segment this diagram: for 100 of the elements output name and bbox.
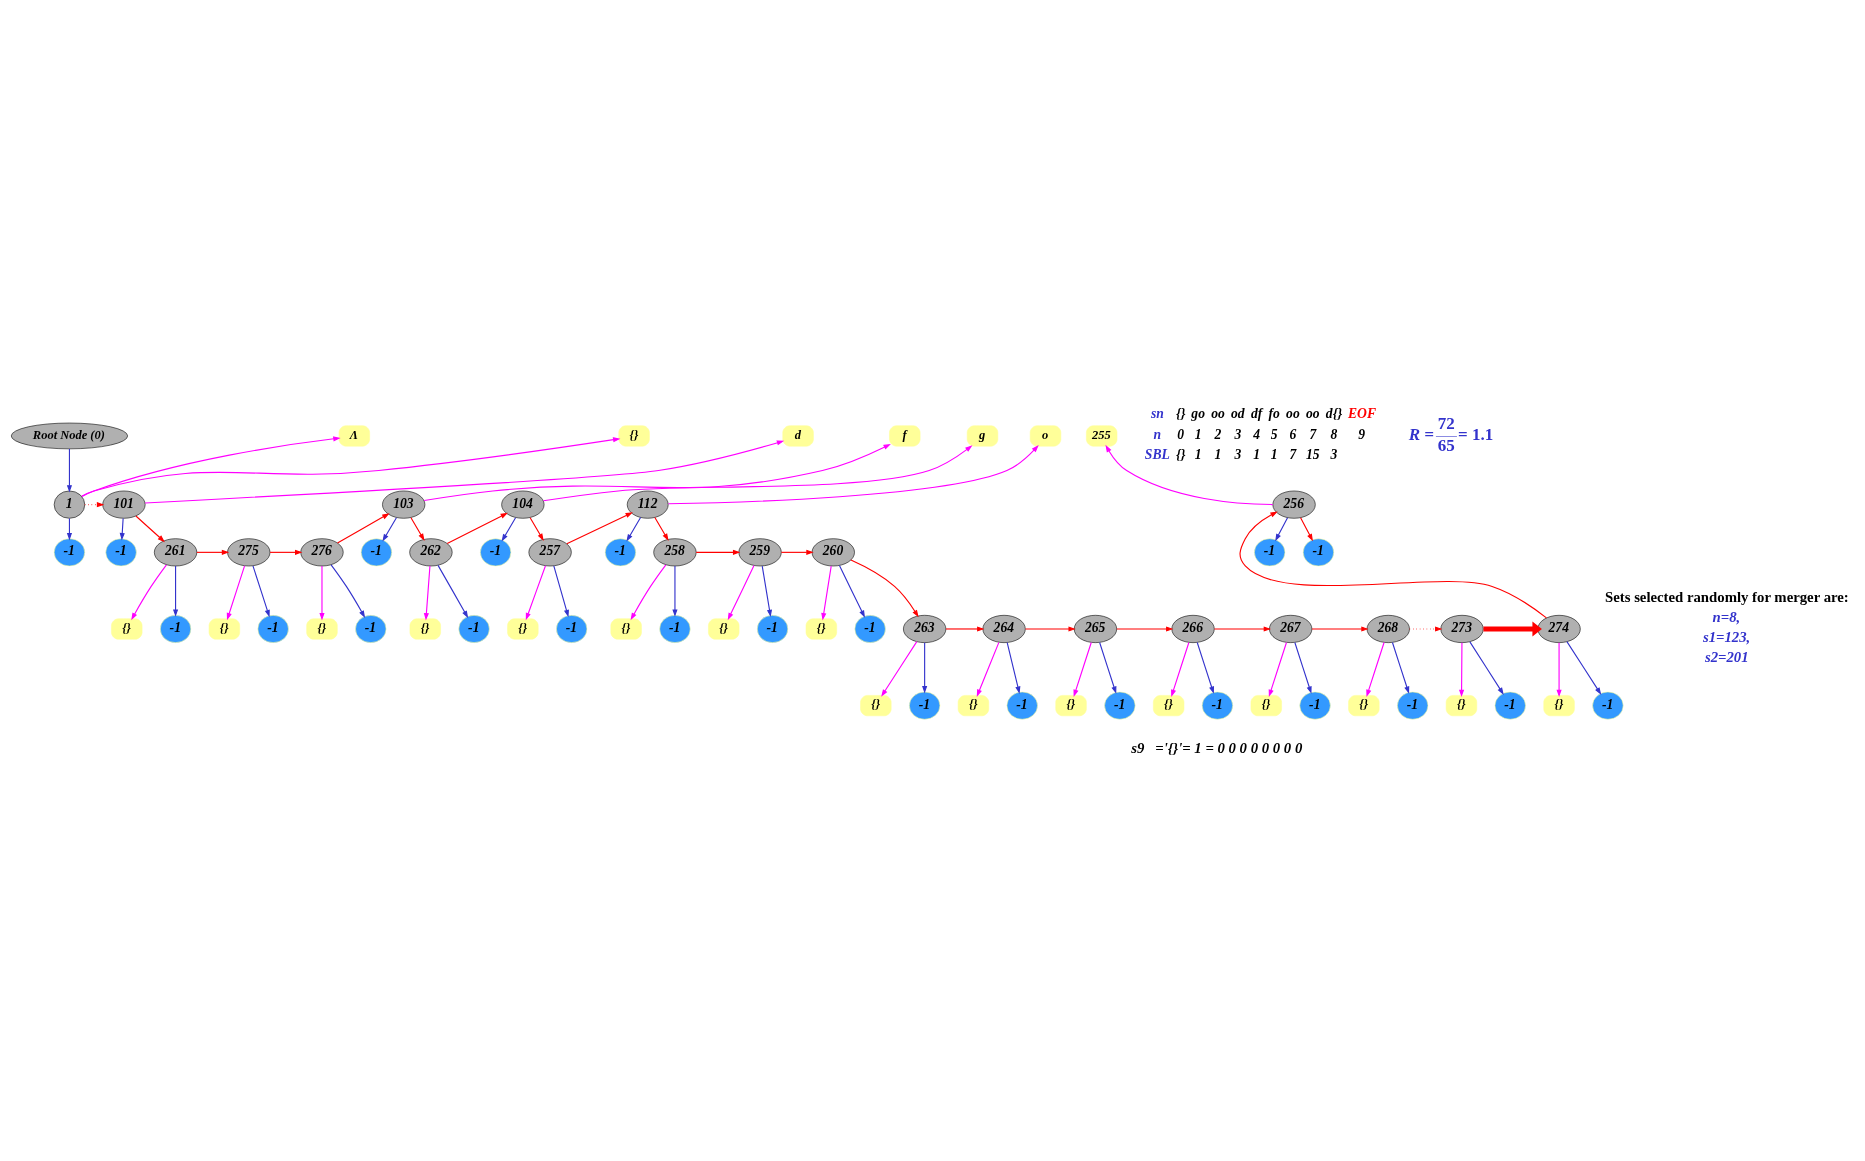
node-box: {}	[610, 617, 642, 639]
node-box: 255	[1085, 424, 1117, 446]
node-ellipse: Root Node (0)	[10, 422, 128, 449]
node-box: {}	[707, 617, 739, 639]
arrow	[1024, 625, 1076, 632]
arrow	[667, 444, 1039, 504]
arrow	[529, 516, 544, 541]
arrow	[1299, 516, 1313, 541]
arrow	[423, 565, 430, 620]
arrow	[336, 512, 390, 543]
arrow	[1196, 641, 1214, 694]
arrow	[66, 447, 72, 493]
node-ellipse: 260	[811, 537, 855, 566]
node-ellipse: -1	[1298, 691, 1331, 720]
arrow	[318, 565, 325, 620]
arrow	[1098, 641, 1116, 694]
label: {}	[1175, 405, 1186, 421]
node-ellipse: -1	[159, 614, 191, 643]
label: n	[1153, 426, 1161, 442]
label: 0	[1176, 426, 1184, 442]
node-ellipse: -1	[908, 691, 940, 720]
arrow	[1104, 444, 1273, 505]
label: EOF	[1347, 405, 1376, 421]
node-ellipse: -1	[479, 537, 511, 566]
label: go	[1190, 405, 1205, 421]
node-ellipse: -1	[555, 614, 587, 643]
node-ellipse: -1	[1302, 537, 1334, 566]
arrow	[195, 549, 229, 555]
node-box: {}	[1445, 694, 1477, 716]
arrow	[552, 564, 569, 617]
node-ellipse: 263	[902, 614, 946, 643]
arrow	[144, 439, 784, 503]
label: 8	[1329, 426, 1337, 442]
label: oo	[1285, 405, 1300, 421]
node-ellipse: -1	[354, 614, 386, 643]
arrow	[172, 565, 178, 617]
label: R =	[1408, 424, 1434, 444]
label: s2=201	[1704, 648, 1749, 665]
arrow	[761, 565, 772, 617]
arrow	[1006, 641, 1020, 694]
node-box: Λ	[338, 424, 370, 446]
node-ellipse: 261	[153, 537, 197, 566]
label: 1	[1270, 446, 1278, 462]
arrow	[525, 564, 546, 620]
label: s1=123,	[1702, 628, 1750, 645]
label: 4	[1252, 426, 1260, 442]
label: oo	[1305, 405, 1320, 421]
label: fo	[1268, 405, 1280, 421]
arrow	[849, 558, 919, 617]
arrow	[838, 564, 865, 618]
node-ellipse: 1	[53, 490, 85, 519]
node-ellipse: -1	[854, 614, 886, 643]
node-ellipse: 276	[299, 537, 343, 566]
arrow	[1072, 641, 1092, 697]
label: SBL	[1144, 446, 1170, 462]
node-box: {}	[110, 617, 142, 639]
arrow	[780, 549, 814, 555]
arrow	[1458, 641, 1464, 697]
label: 1	[1214, 446, 1221, 462]
arrow	[945, 625, 984, 632]
arrow	[1274, 516, 1288, 541]
node-ellipse: -1	[1103, 691, 1135, 720]
arrow	[565, 511, 633, 544]
arrow	[1565, 640, 1601, 695]
label: 1	[1194, 426, 1202, 442]
arrow	[880, 640, 917, 697]
label: od	[1230, 405, 1245, 421]
label: 1	[1252, 446, 1260, 462]
node-ellipse: -1	[1494, 691, 1526, 720]
arrow	[630, 563, 666, 620]
label: 3	[1233, 426, 1241, 442]
label: 1	[1194, 446, 1202, 462]
label: 9	[1357, 426, 1365, 442]
label: df	[1250, 405, 1262, 421]
label: 7	[1308, 426, 1316, 442]
node-ellipse: -1	[658, 614, 691, 643]
node-ellipse: 258	[652, 537, 696, 566]
label: 6	[1289, 426, 1296, 442]
node-box: {}	[805, 617, 837, 639]
node-ellipse: -1	[53, 537, 85, 566]
arrow	[437, 564, 468, 618]
arrow	[671, 565, 678, 617]
arrow	[226, 564, 245, 620]
node-box: {}	[1250, 694, 1282, 716]
arrow	[542, 444, 972, 501]
label: 3	[1329, 446, 1337, 462]
node-ellipse: 101	[101, 490, 145, 519]
node-ellipse: 257	[528, 537, 572, 566]
arrow	[727, 564, 755, 620]
node-box: {}	[1054, 694, 1087, 716]
arrow	[820, 565, 832, 620]
node-ellipse: -1	[457, 614, 490, 643]
node-box: f	[888, 424, 920, 446]
node-box: {}	[409, 617, 441, 639]
label: d{}	[1325, 405, 1342, 421]
arrow	[1310, 625, 1369, 632]
arrow	[625, 516, 641, 542]
arrow	[130, 563, 167, 620]
node-box: {}	[957, 694, 989, 716]
node-ellipse: 267	[1268, 614, 1312, 643]
